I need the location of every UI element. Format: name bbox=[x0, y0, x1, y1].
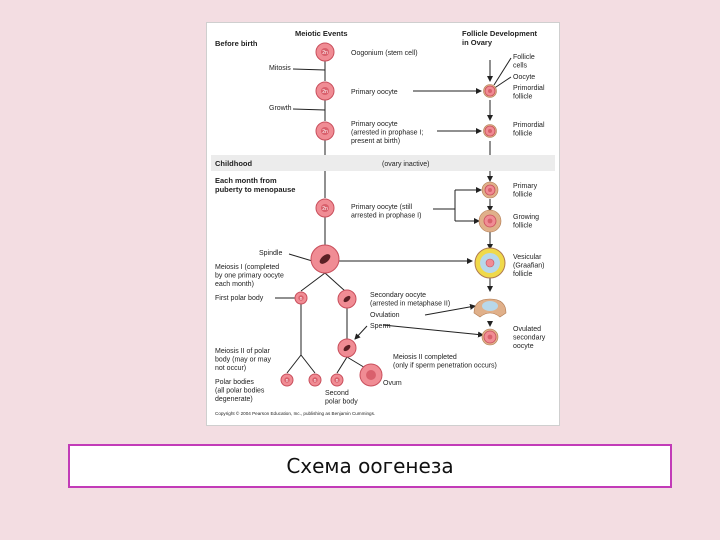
second-polar-body-cell-nucleus bbox=[334, 377, 340, 383]
growing-follicle-nucleus bbox=[487, 218, 493, 224]
vesicular-oocyte bbox=[485, 258, 495, 268]
connector-line bbox=[300, 354, 316, 374]
label-spindle: Spindle bbox=[259, 250, 282, 257]
primary-oocyte-arrested-cell-nucleus bbox=[320, 126, 330, 136]
ovulated-fluid bbox=[482, 301, 498, 311]
primary-oocyte-arrested-cell-ploidy: 2n bbox=[322, 129, 328, 135]
ovum-cell-nucleus bbox=[366, 370, 376, 380]
label-oocyte: Oocyte bbox=[513, 74, 535, 81]
childhood-note: (ovary inactive) bbox=[382, 161, 429, 168]
polar-body-1-cell-nucleus bbox=[284, 377, 290, 383]
label-primary-oocyte: Primary oocyte bbox=[351, 89, 398, 96]
connector-line bbox=[324, 272, 346, 292]
header-meiotic-events: Meiotic Events bbox=[295, 29, 348, 38]
polar-body-2-cell-ploidy: n bbox=[314, 378, 317, 384]
label-sperm: Sperm bbox=[370, 323, 391, 330]
copyright-text: Copyright © 2004 Pearson Education, Inc.… bbox=[215, 410, 375, 416]
connector-line bbox=[300, 272, 326, 292]
connector-line bbox=[336, 356, 348, 374]
secondary-oocyte-cell-spindle bbox=[343, 295, 351, 303]
label-mitosis: Mitosis bbox=[269, 65, 291, 72]
first-polar-body-cell-nucleus bbox=[298, 295, 304, 301]
label-growth: Growth bbox=[269, 105, 292, 112]
label-meiosis2-completed: Meiosis II completed(only if sperm penet… bbox=[393, 354, 497, 370]
oogenesis-diagram: 2n 2n 2n 2n n n n n Meiotic Events Follicle Deve… bbox=[211, 29, 555, 416]
slide-caption: Схема оогенеза bbox=[286, 454, 454, 478]
oogenesis-figure: 2n 2n 2n 2n n n n n Meiotic Events Follicle Deve… bbox=[206, 22, 560, 426]
label-secondary-oocyte: Secondary oocyte(arrested in metaphase I… bbox=[370, 292, 450, 308]
connector-line bbox=[354, 325, 368, 340]
label-first-polar-body: First polar body bbox=[215, 295, 264, 302]
primary-oocyte-cell-nucleus bbox=[320, 86, 330, 96]
primary-follicle-nucleus bbox=[488, 188, 492, 192]
connector-line bbox=[286, 354, 302, 374]
polar-body-2-cell-nucleus bbox=[312, 377, 318, 383]
primordial-follicle-1-nucleus bbox=[488, 89, 492, 93]
connector-line bbox=[292, 108, 326, 111]
label-ovum: Ovum bbox=[383, 380, 402, 387]
oogonium-cell-ploidy: 2n bbox=[322, 50, 328, 56]
second-polar-body-cell-ploidy: n bbox=[336, 378, 339, 384]
ovulated-secondary-oocyte-nucleus bbox=[487, 334, 493, 340]
phase-childhood: Childhood bbox=[215, 159, 252, 168]
polar-body-1-cell-ploidy: n bbox=[286, 378, 289, 384]
connector-line bbox=[493, 57, 512, 86]
label-vesicular-follicle: Vesicular(Graafian)follicle bbox=[513, 254, 545, 278]
label-oogonium: Oogonium (stem cell) bbox=[351, 50, 418, 57]
primary-oocyte-still-cell-ploidy: 2n bbox=[322, 206, 328, 212]
primordial-follicle-2-nucleus bbox=[488, 129, 492, 133]
label-primary-oocyte-arrested: Primary oocyte(arrested in prophase I;pr… bbox=[351, 121, 423, 145]
label-ovulation: Ovulation bbox=[370, 312, 400, 319]
connector-line bbox=[424, 303, 476, 316]
connector-line bbox=[382, 324, 484, 338]
connector-line bbox=[492, 76, 512, 90]
slide-caption-box: Схема оогенеза bbox=[68, 444, 672, 488]
primary-oocyte-cell-ploidy: 2n bbox=[322, 89, 328, 95]
oogonium-cell-nucleus bbox=[320, 47, 330, 57]
primary-oocyte-still-cell-nucleus bbox=[320, 203, 330, 213]
childhood-band bbox=[211, 155, 555, 171]
connector-line bbox=[292, 68, 326, 71]
first-polar-body-cell-ploidy: n bbox=[300, 296, 303, 302]
meiosis1-cell-spindle bbox=[319, 254, 331, 264]
fertilised-oocyte-cell-spindle bbox=[343, 344, 351, 352]
phase-before-birth: Before birth bbox=[215, 39, 258, 48]
